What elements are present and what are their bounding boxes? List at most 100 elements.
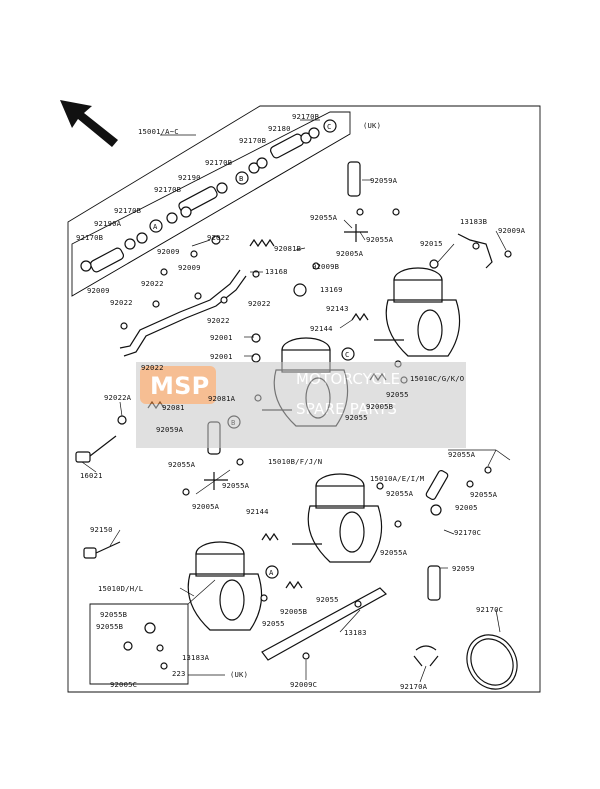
part-labels: 15001/A~C (UK) 92170B 92180 92170B 92170… bbox=[76, 112, 526, 691]
front-arrow-icon bbox=[60, 100, 118, 147]
svg-text:A: A bbox=[153, 222, 158, 231]
label-92055a-4: 92055A bbox=[222, 481, 250, 490]
label-92009-3: 92009 bbox=[178, 263, 201, 272]
label-13183: 13183 bbox=[344, 628, 367, 637]
label-92009b: 92009B bbox=[312, 262, 339, 271]
label-92190: 92190 bbox=[178, 173, 201, 182]
label-92170b-1: 92170B bbox=[292, 112, 319, 121]
label-92005c: 92005C bbox=[110, 680, 137, 689]
label-13183b: 13183B bbox=[460, 217, 487, 226]
label-92009-2: 92009 bbox=[157, 247, 180, 256]
label-92170b-3: 92170B bbox=[205, 158, 232, 167]
diagram-frame bbox=[67, 105, 541, 693]
svg-text:B: B bbox=[239, 174, 244, 183]
label-92005a-2: 92005A bbox=[192, 502, 220, 511]
watermark-logo: MSP bbox=[150, 372, 209, 400]
label-92005a-1: 92005A bbox=[336, 249, 364, 258]
bolt-92150 bbox=[83, 541, 121, 559]
label-92055a-7: 92055A bbox=[470, 490, 498, 499]
watermark: MSP MOTORCYCLE SPARE PARTS bbox=[136, 362, 466, 448]
label-92059a-2: 92059A bbox=[156, 425, 184, 434]
label-13168: 13168 bbox=[265, 267, 288, 276]
label-92170b-4: 92170B bbox=[154, 185, 181, 194]
label-15010a: 15010A/E/I/M bbox=[370, 474, 425, 483]
callout-a-1: A bbox=[149, 219, 163, 233]
label-92005b-2: 92005B bbox=[280, 607, 307, 616]
label-uk-top: (UK) bbox=[363, 121, 381, 130]
label-92059a-1: 92059A bbox=[370, 176, 398, 185]
label-92055b-2: 92055B bbox=[96, 622, 123, 631]
choke-linkage bbox=[119, 235, 260, 357]
svg-text:A: A bbox=[269, 568, 274, 577]
bottom-uk-box bbox=[89, 603, 189, 685]
label-15010c: 15010C/G/K/O bbox=[410, 374, 464, 383]
label-92170a: 92170A bbox=[400, 682, 428, 691]
label-92144-2: 92144 bbox=[246, 507, 269, 516]
label-13169: 13169 bbox=[320, 285, 343, 294]
label-16021: 16021 bbox=[80, 471, 103, 480]
label-92170b-6: 92170B bbox=[76, 233, 103, 242]
label-92055a-3: 92055A bbox=[168, 460, 196, 469]
label-92022-3: 92022 bbox=[141, 279, 164, 288]
label-92015: 92015 bbox=[420, 239, 443, 248]
label-92081a: 92081A bbox=[208, 394, 236, 403]
label-92022-2: 92022 bbox=[207, 233, 230, 242]
label-92144-1: 92144 bbox=[310, 324, 333, 333]
hose-kit-box bbox=[71, 111, 351, 297]
label-223: 223 bbox=[172, 669, 186, 678]
label-92170c-1: 92170C bbox=[454, 528, 481, 537]
label-92081b: 92081B bbox=[274, 244, 301, 253]
label-92190a: 92190A bbox=[94, 219, 122, 228]
callout-c-2: C bbox=[341, 347, 355, 361]
label-92055-2: 92055 bbox=[345, 413, 368, 422]
label-92001-2: 92001 bbox=[210, 352, 233, 361]
label-15001: 15001/A~C bbox=[138, 127, 179, 136]
svg-text:C: C bbox=[345, 350, 350, 359]
label-92022-1: 92022 bbox=[110, 298, 133, 307]
label-92055-3: 92055 bbox=[316, 595, 339, 604]
label-92055a-2: 92055A bbox=[366, 235, 394, 244]
label-92180-1: 92180 bbox=[268, 124, 291, 133]
carburetor-3 bbox=[374, 267, 461, 357]
label-92055b-1: 92055B bbox=[100, 610, 127, 619]
svg-text:C: C bbox=[327, 122, 332, 131]
label-92055-4: 92055 bbox=[262, 619, 285, 628]
label-13183a: 13183A bbox=[182, 653, 210, 662]
label-92009a: 92009A bbox=[498, 226, 526, 235]
label-92001-1: 92001 bbox=[210, 333, 233, 342]
label-92170c-2: 92170C bbox=[476, 605, 503, 614]
label-92059: 92059 bbox=[452, 564, 475, 573]
bracket-13183b bbox=[457, 233, 512, 269]
callout-b-1: B bbox=[235, 171, 249, 185]
label-92055a-6: 92055A bbox=[386, 489, 414, 498]
watermark-line1: MOTORCYCLE bbox=[296, 370, 400, 388]
carburetor-4 bbox=[187, 541, 263, 631]
label-92009-1: 92009 bbox=[87, 286, 110, 295]
label-92055-1: 92055 bbox=[386, 390, 409, 399]
label-92022-6: 92022 bbox=[141, 363, 164, 372]
label-92055a-1: 92055A bbox=[310, 213, 338, 222]
watermark-line2: SPARE PARTS bbox=[296, 400, 397, 418]
leader-lines bbox=[81, 179, 511, 683]
label-92150: 92150 bbox=[90, 525, 113, 534]
label-92081: 92081 bbox=[162, 403, 185, 412]
label-92009c: 92009C bbox=[290, 680, 317, 689]
sensor-16021 bbox=[75, 415, 127, 463]
label-92005: 92005 bbox=[455, 503, 478, 512]
label-92170b-2: 92170B bbox=[239, 136, 266, 145]
watermark-logo-badge bbox=[140, 366, 216, 404]
label-92022-4: 92022 bbox=[248, 299, 271, 308]
label-92022-5: 92022 bbox=[207, 316, 230, 325]
plate-13183 bbox=[261, 587, 387, 661]
label-uk-bottom: (UK) bbox=[230, 670, 248, 679]
label-15010d: 15010D/H/L bbox=[98, 584, 143, 593]
label-15010b: 15010B/F/J/N bbox=[268, 457, 322, 466]
label-92055a-8: 92055A bbox=[380, 548, 408, 557]
carburetor-1 bbox=[292, 473, 383, 563]
callout-a-2: A bbox=[265, 565, 279, 579]
clip-92170a bbox=[413, 645, 439, 667]
callout-c-1: C bbox=[323, 119, 337, 133]
label-92055a-5: 92055A bbox=[448, 450, 476, 459]
